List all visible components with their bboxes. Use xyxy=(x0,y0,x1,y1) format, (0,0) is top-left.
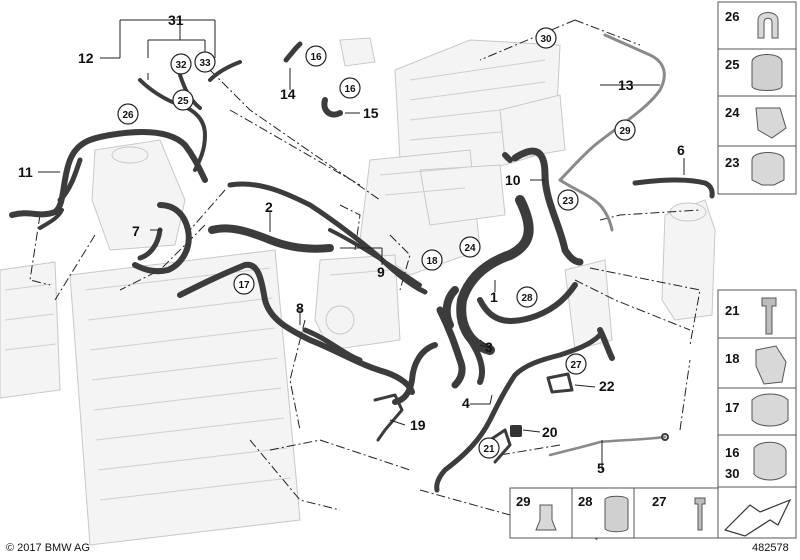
panel-label-26: 26 xyxy=(725,9,739,24)
hose-4 xyxy=(434,327,615,493)
circled-27: 27 xyxy=(570,360,582,371)
circled-16-mid: 16 xyxy=(344,84,356,95)
circled-25: 25 xyxy=(177,96,189,107)
hose-3 xyxy=(392,306,485,405)
diagram-number: 482578 xyxy=(752,542,789,554)
clip-26-icon xyxy=(757,12,779,39)
radiator-ghost xyxy=(0,249,301,546)
hose-9 xyxy=(328,228,422,287)
arrow-pictogram-icon xyxy=(723,498,792,537)
circled-28: 28 xyxy=(521,293,533,304)
panel-label-16: 16 xyxy=(725,445,739,460)
callout-numbers: 31 12 11 14 15 13 6 10 2 7 9 1 8 3 22 4 … xyxy=(18,12,685,476)
panel-label-23: 23 xyxy=(725,155,739,170)
callout-20: 20 xyxy=(542,424,558,440)
panel-label-29: 29 xyxy=(516,494,530,509)
clip-18-icon xyxy=(755,345,787,385)
clip-24-icon xyxy=(755,107,787,139)
clip-23-icon xyxy=(751,152,785,186)
panel-label-18: 18 xyxy=(725,351,739,366)
callout-9: 9 xyxy=(377,264,385,280)
panel-label-30: 30 xyxy=(725,466,739,481)
circled-callouts: 32 33 25 26 16 16 30 29 23 24 18 17 28 2… xyxy=(117,27,636,459)
callout-3: 3 xyxy=(485,339,493,355)
panel-label-27: 27 xyxy=(652,494,666,509)
circled-33: 33 xyxy=(199,58,211,69)
clip-17-icon xyxy=(751,393,789,427)
hose-6 xyxy=(632,177,715,199)
hose-28 xyxy=(477,282,578,324)
panel-label-25: 25 xyxy=(725,57,739,72)
clamp-16-icon xyxy=(753,441,787,481)
part-14 xyxy=(283,41,303,63)
panel-cell-26 xyxy=(717,1,797,50)
callout-1: 1 xyxy=(490,289,498,305)
intercooler-ghost xyxy=(394,39,566,176)
part-22 xyxy=(546,372,574,394)
parts-panel-bottom: 29 28 27 xyxy=(509,486,797,539)
panel-label-28: 28 xyxy=(578,494,592,509)
bracket-21 xyxy=(488,428,512,464)
callout-12: 12 xyxy=(78,50,94,66)
callout-13: 13 xyxy=(618,77,634,93)
hose-10 xyxy=(502,147,584,266)
panel-cell-27 xyxy=(633,487,719,539)
callout-31: 31 xyxy=(168,12,184,28)
parts-panel-right: 26 25 24 23 21 18 17 16 30 xyxy=(717,1,797,488)
panel-cell-21 xyxy=(717,289,797,339)
circled-18: 18 xyxy=(426,256,438,267)
part-16-valve xyxy=(339,37,376,67)
callout-11: 11 xyxy=(18,164,33,180)
clip-29-icon xyxy=(535,504,557,531)
circled-21: 21 xyxy=(483,444,495,455)
expansion-tank-left-ghost xyxy=(91,139,186,251)
circled-32: 32 xyxy=(175,60,187,71)
hose-7 xyxy=(132,202,192,275)
panel-label-24: 24 xyxy=(725,105,740,120)
hose-8 xyxy=(177,261,415,395)
bolt-27-icon xyxy=(694,497,706,531)
pipe-5 xyxy=(548,433,669,457)
panel-label-17: 17 xyxy=(725,400,739,415)
callout-10: 10 xyxy=(505,172,521,188)
expansion-tank-right-ghost xyxy=(661,199,716,321)
callout-8: 8 xyxy=(296,300,304,316)
callout-leaders xyxy=(38,19,685,470)
circled-30: 30 xyxy=(540,34,552,45)
callout-2: 2 xyxy=(265,199,273,215)
callout-6: 6 xyxy=(677,142,685,158)
callout-5: 5 xyxy=(597,460,605,476)
bolt-21-icon xyxy=(761,297,777,335)
callout-7: 7 xyxy=(132,223,140,239)
circled-29: 29 xyxy=(619,126,631,137)
callout-4: 4 xyxy=(462,395,470,411)
circled-23: 23 xyxy=(562,196,574,207)
hose-11 xyxy=(9,129,208,230)
callout-19: 19 xyxy=(410,417,426,433)
pipe-13 xyxy=(558,33,666,232)
copyright-text: © 2017 BMW AG xyxy=(6,542,90,554)
callout-15: 15 xyxy=(363,105,379,121)
bracket-19 xyxy=(373,393,404,442)
panel-label-21: 21 xyxy=(725,303,739,318)
circled-16-top: 16 xyxy=(310,52,322,63)
clamp-28-icon xyxy=(604,495,629,533)
hose-2 xyxy=(208,181,428,295)
circled-24: 24 xyxy=(464,243,476,254)
circled-17: 17 xyxy=(238,280,250,291)
callout-14: 14 xyxy=(280,86,296,102)
callout-22: 22 xyxy=(599,378,615,394)
clamp-25-icon xyxy=(751,54,783,91)
part-20 xyxy=(510,425,522,437)
circled-26: 26 xyxy=(122,110,134,121)
part-15 xyxy=(321,97,343,118)
